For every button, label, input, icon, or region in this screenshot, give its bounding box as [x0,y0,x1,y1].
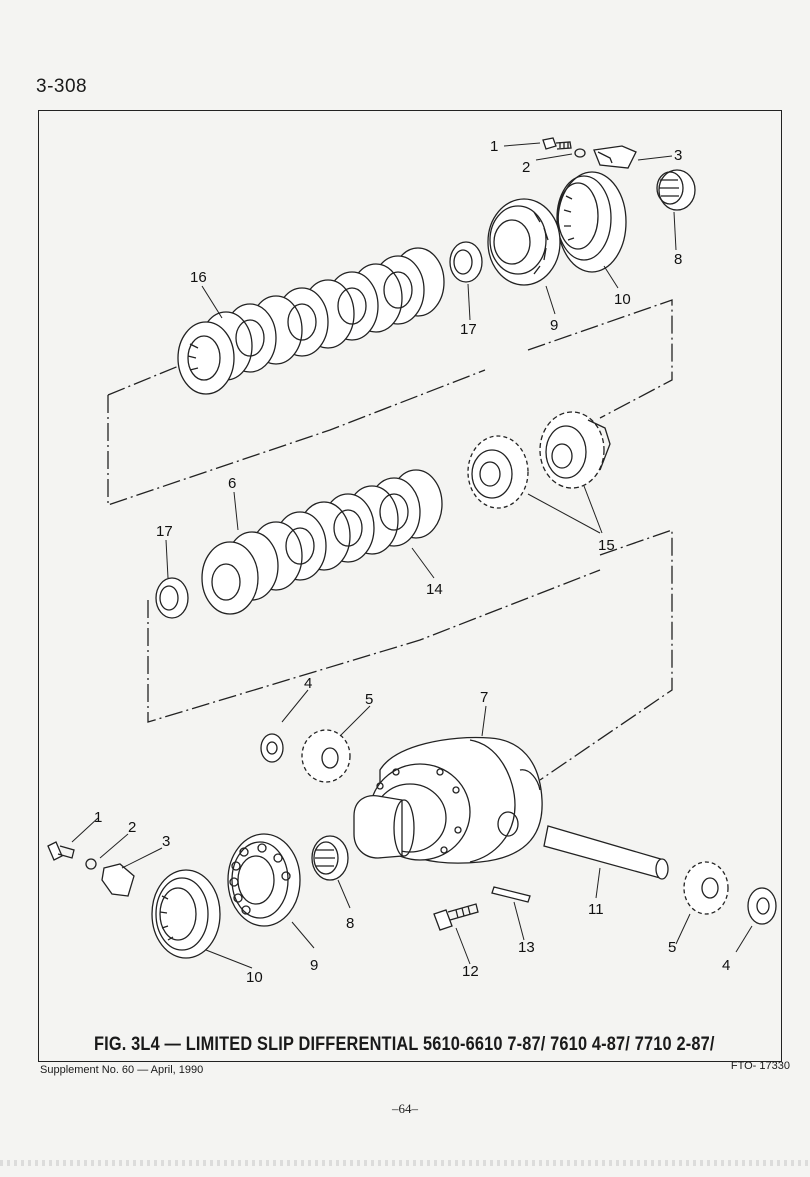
callout-3-top: 3 [674,147,682,164]
bolt-bottom-left [47,841,75,861]
callout-1-bottom: 1 [94,809,102,826]
roll-pin [491,886,531,903]
callout-8-bottom: 8 [346,915,354,932]
side-gears [467,411,611,509]
clutch-pack-top [177,247,445,395]
lock-plate-bottom-left [101,863,135,897]
differential-case [353,736,543,864]
callout-2-bottom: 2 [128,819,136,836]
shim-middle [155,577,189,619]
callout-9-bottom: 9 [310,957,318,974]
callout-9-top: 9 [550,317,558,334]
callout-17-top: 17 [460,321,477,338]
bearing-cone-top [487,198,561,286]
bearing-cup-top [556,171,627,273]
washer-top [574,148,586,158]
callout-15: 15 [598,537,615,554]
callout-12: 12 [462,963,479,980]
callout-11: 11 [588,901,604,918]
leader-lines [71,142,753,969]
page-number: 3-308 [36,76,88,97]
callout-14: 14 [426,581,443,598]
washer-bottom-left [85,858,97,870]
bearing-cup-bottom [151,869,221,959]
assembly-outline [107,299,673,781]
bolt-lower [433,903,479,931]
pinion-gear-left [301,729,351,783]
callout-6: 6 [228,475,236,492]
bearing-cone-bottom [227,833,301,927]
lock-plate-top [593,145,637,169]
callout-2-top: 2 [522,159,530,176]
callout-16: 16 [190,269,207,286]
callout-3-bottom: 3 [162,833,170,850]
folio-number: –64– [392,1101,418,1116]
drawing-code: FTO- 17330 [730,1060,790,1072]
callout-4-right: 4 [722,957,730,974]
thrust-washer-left [260,733,284,763]
clutch-pack-middle [201,469,443,615]
callout-1-top: 1 [490,138,498,155]
shim-top [449,241,483,283]
callout-17-middle: 17 [156,523,173,540]
callout-5-right: 5 [668,939,676,956]
cross-shaft [543,825,669,880]
callout-10-bottom: 10 [246,969,263,986]
figure-frame [38,110,782,1062]
figure-caption: FIG. 3L4 — LIMITED SLIP DIFFERENTIAL 561… [94,1034,715,1055]
bolt-top [542,137,572,150]
callout-7: 7 [480,689,488,706]
roller-bearing-top [656,169,696,211]
pinion-gear-right [683,861,729,915]
callout-8-top: 8 [674,251,682,268]
callout-13: 13 [518,939,535,956]
thrust-washer-right [747,887,777,925]
roller-bearing-bottom [311,835,349,881]
supplement-note: Supplement No. 60 — April, 1990 [40,1064,204,1076]
scan-artifact-strip [0,1160,810,1166]
callout-4-left: 4 [304,675,312,692]
callout-5-left: 5 [365,691,373,708]
callout-10-top: 10 [614,291,631,308]
